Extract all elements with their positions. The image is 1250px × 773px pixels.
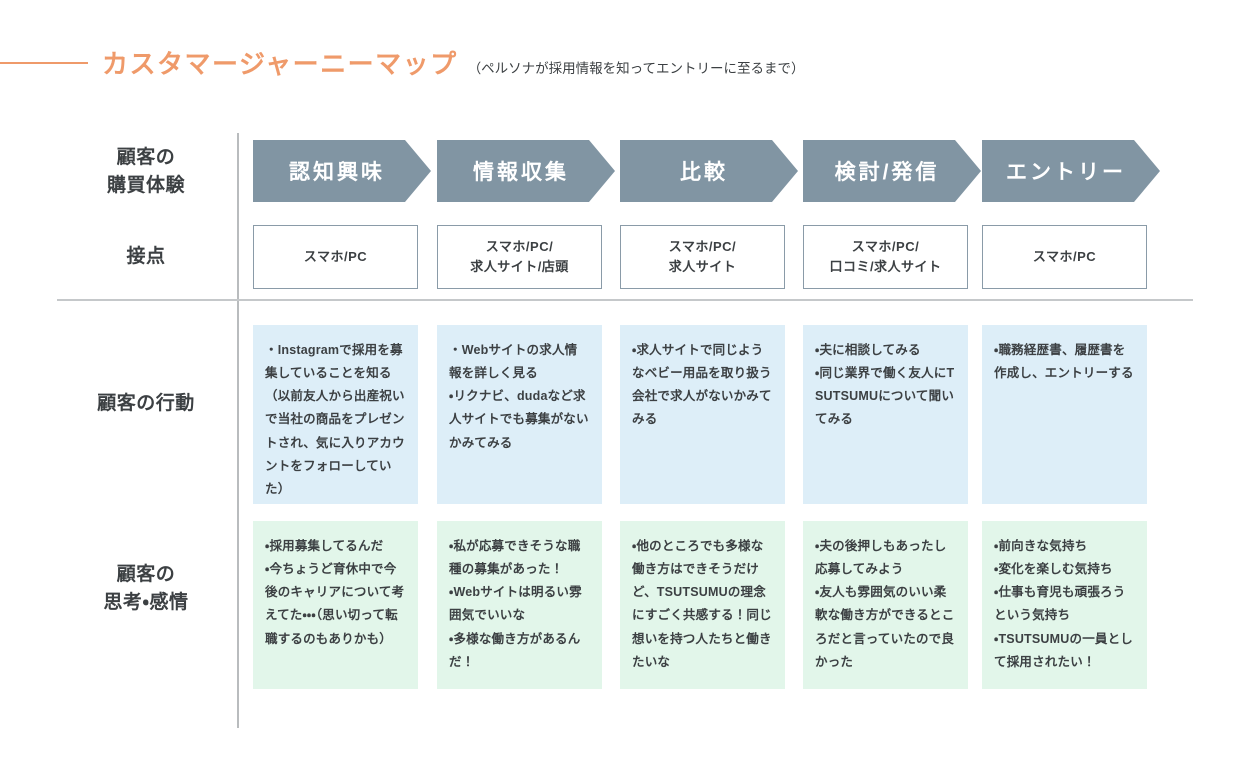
- touchpoint-box-4: スマホ/PC: [982, 225, 1147, 289]
- thought-cell-4: ・前向きな気持ち ・変化を楽しむ気持ち ・仕事も育児も頑張ろうという気持ち ・T…: [982, 521, 1147, 689]
- action-cell-1: ・Webサイトの求人情報を詳しく見る ・リクナビ、dudaなど求人サイトでも募集…: [437, 325, 602, 504]
- vertical-divider: [237, 133, 239, 728]
- touchpoint-box-1: スマホ/PC/ 求人サイト/店頭: [437, 225, 602, 289]
- action-cell-0: ・Instagramで採用を募集していることを知る（以前友人から出産祝いで当社の…: [253, 325, 418, 504]
- stage-banner-2[interactable]: 比較: [620, 140, 798, 202]
- row-label-purchase-experience: 顧客の 購買体験: [106, 147, 185, 196]
- row-label-touchpoint: 接点: [126, 246, 166, 267]
- action-cell-3: ・夫に相談してみる ・同じ業界で働く友人にTSUTSUMUについて聞いてみる: [803, 325, 968, 504]
- thought-cell-3: ・夫の後押しもあったし応募してみよう ・友人も雰囲気のいい柔軟な働き方ができると…: [803, 521, 968, 689]
- thought-cell-1: ・私が応募できそうな職種の募集があった！ ・Webサイトは明るい雰囲気でいいな …: [437, 521, 602, 689]
- horizontal-divider: [57, 299, 1193, 301]
- stage-banner-3[interactable]: 検討/発信: [803, 140, 981, 202]
- action-cell-4: ・職務経歴書、履歴書を作成し、エントリーする: [982, 325, 1147, 504]
- row-label-customer-action: 顧客の行動: [97, 393, 195, 414]
- stage-banner-0[interactable]: 認知興味: [253, 140, 431, 202]
- page-subtitle: （ペルソナが採用情報を知ってエントリーに至るまで）: [467, 61, 805, 76]
- thought-cell-2: ・他のところでも多様な働き方はできそうだけど、TSUTSUMUの理念にすごく共感…: [620, 521, 785, 689]
- page-title: カスタマージャーニーマップ: [102, 49, 458, 79]
- title-accent-rule: [0, 62, 88, 64]
- action-cell-2: ・求人サイトで同じようなベビー用品を取り扱う会社で求人がないかみてみる: [620, 325, 785, 504]
- touchpoint-box-3: スマホ/PC/ 口コミ/求人サイト: [803, 225, 968, 289]
- touchpoint-box-0: スマホ/PC: [253, 225, 418, 289]
- touchpoint-box-2: スマホ/PC/ 求人サイト: [620, 225, 785, 289]
- row-label-customer-thought: 顧客の 思考・感情: [103, 564, 189, 613]
- stage-banner-4[interactable]: エントリー: [982, 140, 1160, 202]
- page-header: カスタマージャーニーマップ （ペルソナが採用情報を知ってエントリーに至るまで）: [0, 44, 805, 84]
- stage-banner-1[interactable]: 情報収集: [437, 140, 615, 202]
- thought-cell-0: ・採用募集してるんだ ・今ちょうど育休中で今後のキャリアについて考えてた・・・（…: [253, 521, 418, 689]
